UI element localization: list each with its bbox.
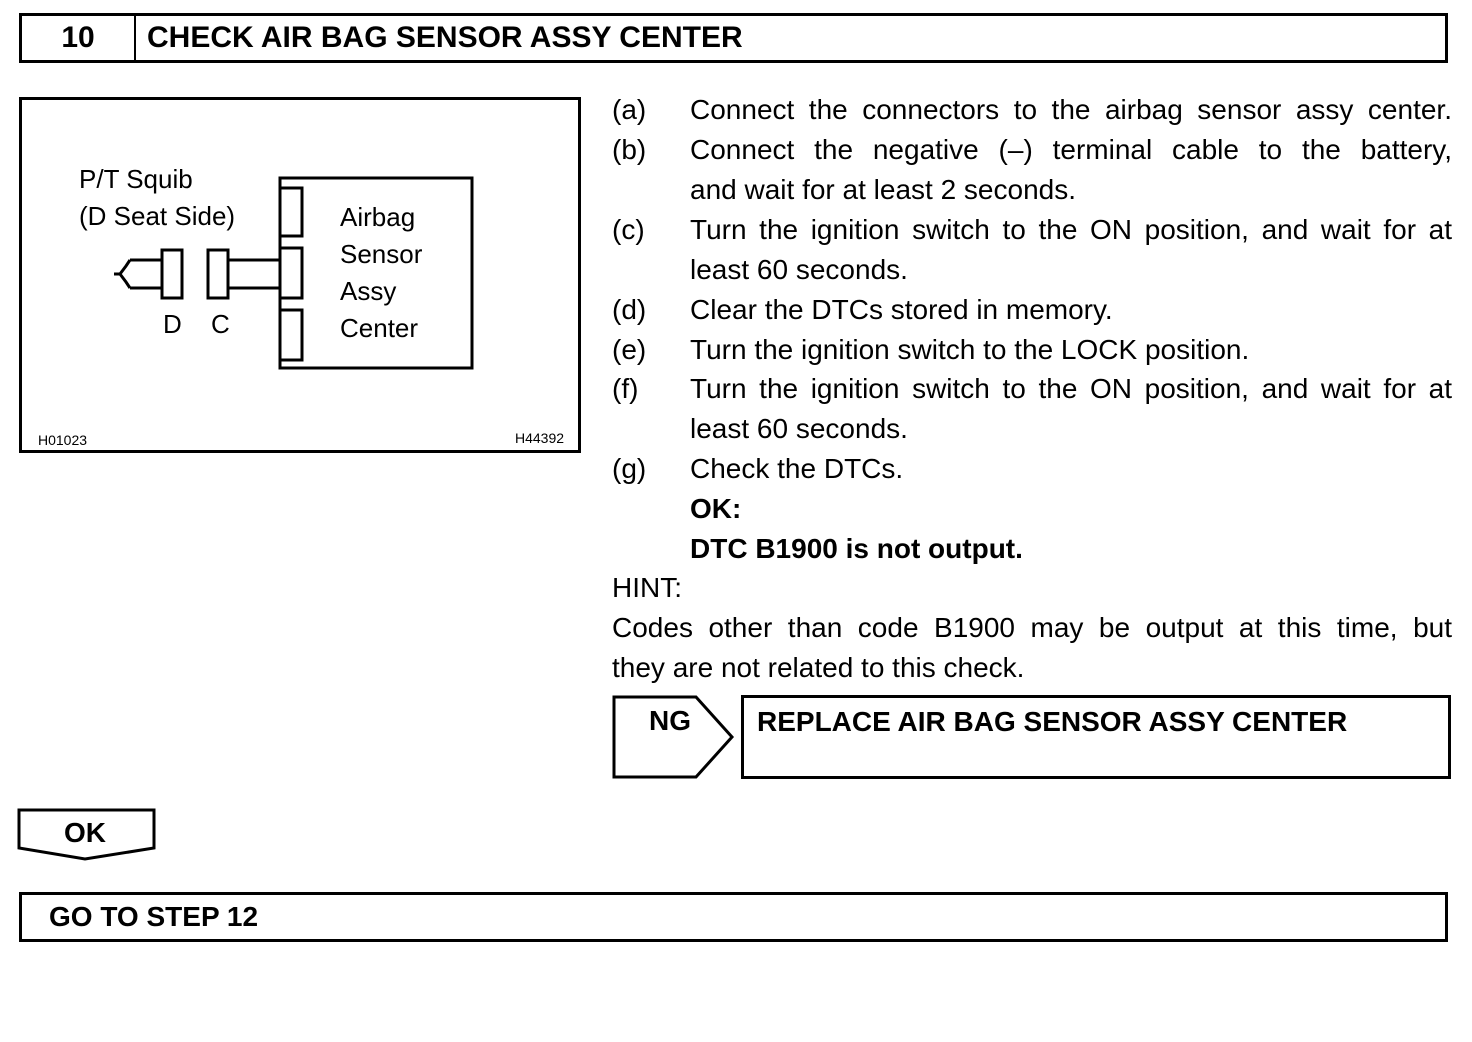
step-a: (a) Connect the connectors to the airbag… (612, 90, 1452, 130)
step-d: (d) Clear the DTCs stored in memory. (612, 290, 1452, 330)
step-text: Turn the ignition switch to the LOCK pos… (690, 334, 1250, 365)
step-letter: (g) (612, 453, 647, 484)
step-letter: (c) (612, 214, 645, 245)
hint-line-2: they are not related to this check. (612, 652, 1025, 683)
sensor-slot-middle (278, 246, 304, 300)
ok-criteria-text-row: DTC B1900 is not output. (612, 529, 1452, 569)
step-f-continued: least 60 seconds. (612, 409, 1452, 449)
step-text: least 60 seconds. (690, 413, 908, 444)
goto-text: GO TO STEP 12 (49, 901, 259, 932)
sensor-label-line3: Assy (340, 276, 397, 306)
ng-arrow-icon (612, 695, 735, 779)
figure-code-left: H01023 (38, 432, 88, 448)
step-c: (c) Turn the ignition switch to the ON p… (612, 210, 1452, 250)
step-text: Turn the ignition switch to the ON posit… (690, 214, 1452, 245)
squib-label-line1: P/T Squib (79, 164, 193, 194)
ng-label: NG (649, 705, 691, 736)
connector-diagram (114, 176, 474, 370)
step-title: CHECK AIR BAG SENSOR ASSY CENTER (147, 21, 743, 54)
step-letter: (e) (612, 334, 647, 365)
sensor-label-line2: Sensor (340, 239, 423, 269)
step-text: Turn the ignition switch to the ON posit… (690, 373, 1452, 404)
sensor-slot-top (278, 186, 304, 238)
ok-criteria-text: DTC B1900 is not output. (690, 533, 1023, 564)
step-text: and wait for at least 2 seconds. (690, 174, 1076, 205)
step-f: (f) Turn the ignition switch to the ON p… (612, 369, 1452, 409)
sensor-label-line1: Airbag (340, 202, 416, 232)
step-letter: (f) (612, 373, 639, 404)
connector-c-shape (206, 248, 230, 300)
goto-box: GO TO STEP 12 (19, 892, 1448, 942)
ng-result-box: REPLACE AIR BAG SENSOR ASSY CENTER (741, 695, 1451, 779)
hint-label: HINT: (612, 572, 682, 603)
ok-arrow-icon (17, 808, 156, 861)
step-letter: (a) (612, 94, 647, 125)
wiring-figure: P/T Squib (D Seat Side) D C Airbag Senso… (19, 97, 581, 453)
sensor-label-line4: Center (340, 313, 419, 343)
figure-code-right: H44392 (515, 430, 565, 446)
step-e: (e) Turn the ignition switch to the LOCK… (612, 330, 1452, 370)
ok-label: OK (64, 817, 106, 848)
step-b-continued: and wait for at least 2 seconds. (612, 170, 1452, 210)
ng-result-text: REPLACE AIR BAG SENSOR ASSY CENTER (757, 706, 1348, 737)
hint-line-1: Codes other than code B1900 may be outpu… (612, 612, 1452, 643)
step-text: Connect the negative (–) terminal cable … (690, 134, 1452, 165)
step-b: (b) Connect the negative (–) terminal ca… (612, 130, 1452, 170)
connector-d-label: D (163, 309, 182, 339)
step-c-continued: least 60 seconds. (612, 250, 1452, 290)
ok-criteria-label-row: OK: (612, 489, 1452, 529)
sensor-slot-bottom (278, 308, 304, 362)
step-text: Clear the DTCs stored in memory. (690, 294, 1113, 325)
step-text: least 60 seconds. (690, 254, 908, 285)
squib-end-shape (118, 259, 132, 289)
ok-criteria-label: OK: (690, 493, 742, 524)
squib-label-line2: (D Seat Side) (79, 201, 236, 231)
step-g: (g) Check the DTCs. (612, 449, 1452, 489)
step-text: Check the DTCs. (690, 453, 904, 484)
step-text: Connect the connectors to the airbag sen… (690, 94, 1452, 125)
connector-c-label: C (211, 309, 230, 339)
step-header: 10 CHECK AIR BAG SENSOR ASSY CENTER (19, 13, 1448, 63)
connector-d-shape (160, 248, 184, 300)
step-letter: (d) (612, 294, 647, 325)
step-number: 10 (22, 16, 136, 60)
step-letter: (b) (612, 134, 647, 165)
